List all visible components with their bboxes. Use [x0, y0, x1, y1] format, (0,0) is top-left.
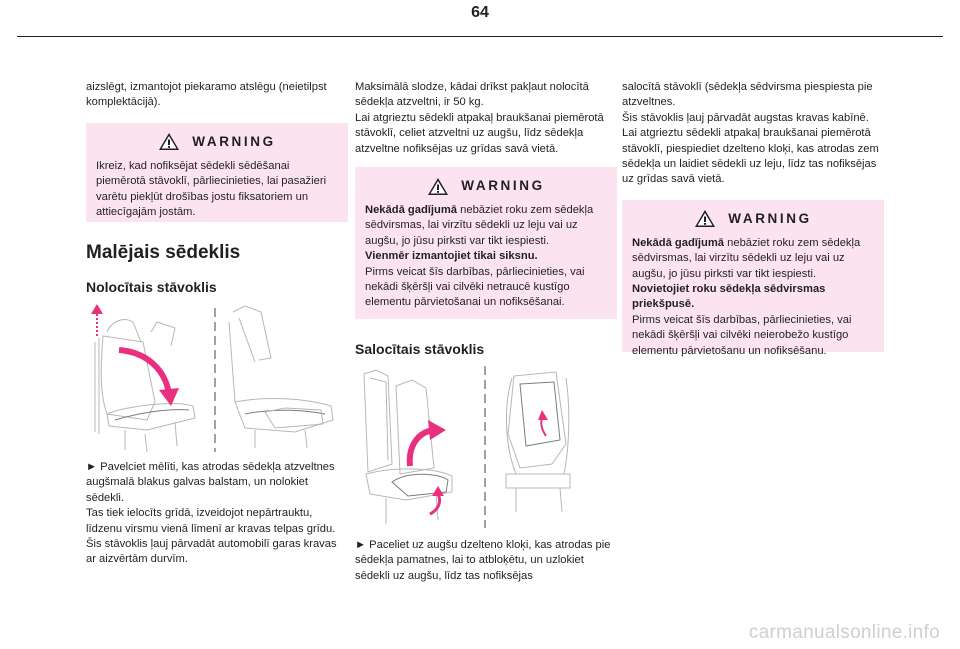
watermark: carmanualsonline.info [748, 622, 940, 643]
warning-box: WARNING Nekādā gadījumā nebāziet roku ze… [355, 167, 617, 320]
warning-text: Nekādā gadījumā nebāziet roku zem sēdekļ… [365, 203, 607, 249]
step-result: Tas tiek ielocīts grīdā, izveidojot nepā… [86, 507, 336, 535]
section-heading: Malējais sēdeklis [86, 241, 241, 263]
step-note: Šis stāvoklis ļauj pārvadāt automobilī g… [86, 538, 337, 566]
tall-cargo-text: Šis stāvoklis ļauj pārvadāt augstas krav… [622, 111, 869, 124]
intro-text: aizslēgt, izmantojot piekaramo atslēgu (… [86, 81, 327, 109]
warning-header: WARNING [632, 208, 874, 230]
warning-box: WARNING Ikreiz, kad nofiksējat sēdekli s… [86, 122, 348, 222]
seat-fold-illustration [91, 304, 334, 453]
subsection-heading: Nolocītais stāvoklis [86, 278, 217, 295]
warning-body-2: Pirms veicat šīs darbības, pārliecinieti… [632, 313, 852, 357]
column-1-steps: ► Pavelciet mēlīti, kas atrodas sēdekļa … [86, 460, 348, 568]
load-limit-text: Maksimālā slodze, kādai drīkst pakļaut n… [355, 81, 589, 109]
seat-raise-illustration [363, 366, 571, 528]
warning-icon [428, 177, 449, 195]
warning-title: WARNING [728, 211, 812, 227]
warning-emphasis: Nekādā gadījumā [365, 204, 458, 217]
warning-text: Nekādā gadījumā nebāziet roku zem sēdekļ… [632, 236, 874, 282]
warning-box: WARNING Nekādā gadījumā nebāziet roku ze… [622, 199, 884, 357]
warning-title: WARNING [461, 178, 545, 194]
warning-instruction: Novietojiet roku sēdekļa sēdvirsmas prie… [632, 283, 826, 311]
warning-body: nebāziet roku zem sēdekļa sēdvirsmas, la… [365, 204, 594, 247]
step-instruction: ► Pavelciet mēlīti, kas atrodas sēdekļa … [86, 461, 335, 504]
warning-text: Ikreiz, kad nofiksējat sēdekli sēdēšanai… [96, 159, 327, 219]
warning-instruction: Vienmēr izmantojiet tikai siksnu. [365, 250, 538, 263]
column-2: Maksimālā slodze, kādai drīkst pakļaut n… [355, 80, 617, 358]
warning-body-2: Pirms veicat šīs darbības, pārliecinieti… [365, 265, 585, 309]
column-2-steps: ► Paceliet uz augšu dzelteno kloķi, kas … [355, 538, 617, 584]
warning-header: WARNING [365, 175, 607, 197]
warning-emphasis: Nekādā gadījumā [632, 236, 725, 249]
step-instruction: ► Paceliet uz augšu dzelteno kloķi, kas … [355, 539, 611, 582]
warning-header: WARNING [96, 131, 338, 153]
header-rule [17, 36, 943, 37]
warning-icon [695, 210, 716, 228]
warning-body: nebāziet roku zem sēdekļa sēdvirsmas, la… [632, 236, 861, 280]
warning-icon [159, 133, 180, 151]
column-1: aizslēgt, izmantojot piekaramo atslēgu (… [86, 80, 348, 296]
continued-text: salocītā stāvoklī (sēdekļa sēdvirsma pie… [622, 81, 873, 109]
return-instruction-text: Lai atgrieztu sēdekli atpakaļ braukšanai… [622, 127, 879, 186]
return-instruction-text: Lai atgrieztu sēdekli atpakaļ braukšanai… [355, 111, 604, 155]
subsection-heading: Salocītais stāvoklis [355, 341, 485, 358]
warning-title: WARNING [192, 134, 276, 150]
column-3: salocītā stāvoklī (sēdekļa sēdvirsma pie… [622, 80, 884, 357]
page-number: 64 [471, 4, 489, 21]
